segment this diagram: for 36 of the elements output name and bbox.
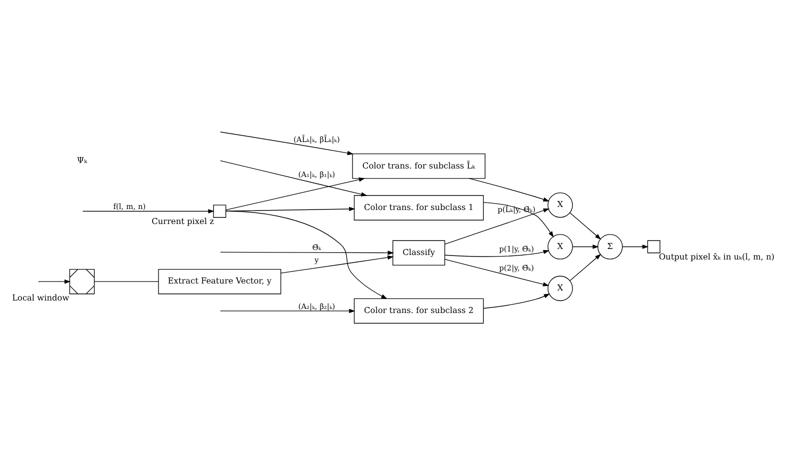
connector [94, 281, 159, 282]
arrow [226, 210, 388, 299]
arrow [220, 250, 394, 260]
node-circle: Σ [597, 234, 623, 260]
node-box [647, 240, 660, 254]
node-box [213, 204, 226, 218]
arrow [483, 202, 554, 238]
arrow [220, 308, 356, 314]
arrow [444, 208, 550, 245]
arrow [444, 250, 550, 257]
node-box: Color trans. for subclass 1 [354, 195, 484, 220]
arrow [220, 132, 354, 156]
arrow [570, 254, 602, 281]
arrow [38, 279, 71, 284]
arrow [570, 212, 602, 240]
arrow [444, 259, 550, 286]
arrow [468, 178, 550, 202]
node-circle: X [548, 276, 573, 302]
arrow [622, 244, 648, 249]
node-label: Local window [12, 292, 70, 302]
arrow [226, 178, 366, 210]
arrow [483, 294, 550, 309]
arrow [220, 160, 368, 196]
label: Ψₖ [76, 154, 88, 165]
node-label: Output pixel x̂ₖ in uₖ(l, m, n) [658, 251, 774, 262]
node-box: Extract Feature Vector, y [158, 268, 282, 294]
arrow [226, 206, 356, 212]
node-box: Classify [392, 240, 446, 266]
node-box: Color trans. for subclass 2 [354, 298, 484, 324]
arrow [82, 209, 214, 214]
arrow [280, 250, 394, 274]
node-label: Current pixel z [152, 216, 214, 226]
arrow [572, 244, 599, 249]
node-circle: X [548, 192, 573, 218]
node-box: Color trans. for subclass L̄ₖ [352, 154, 486, 179]
node-circle: X [548, 234, 573, 260]
